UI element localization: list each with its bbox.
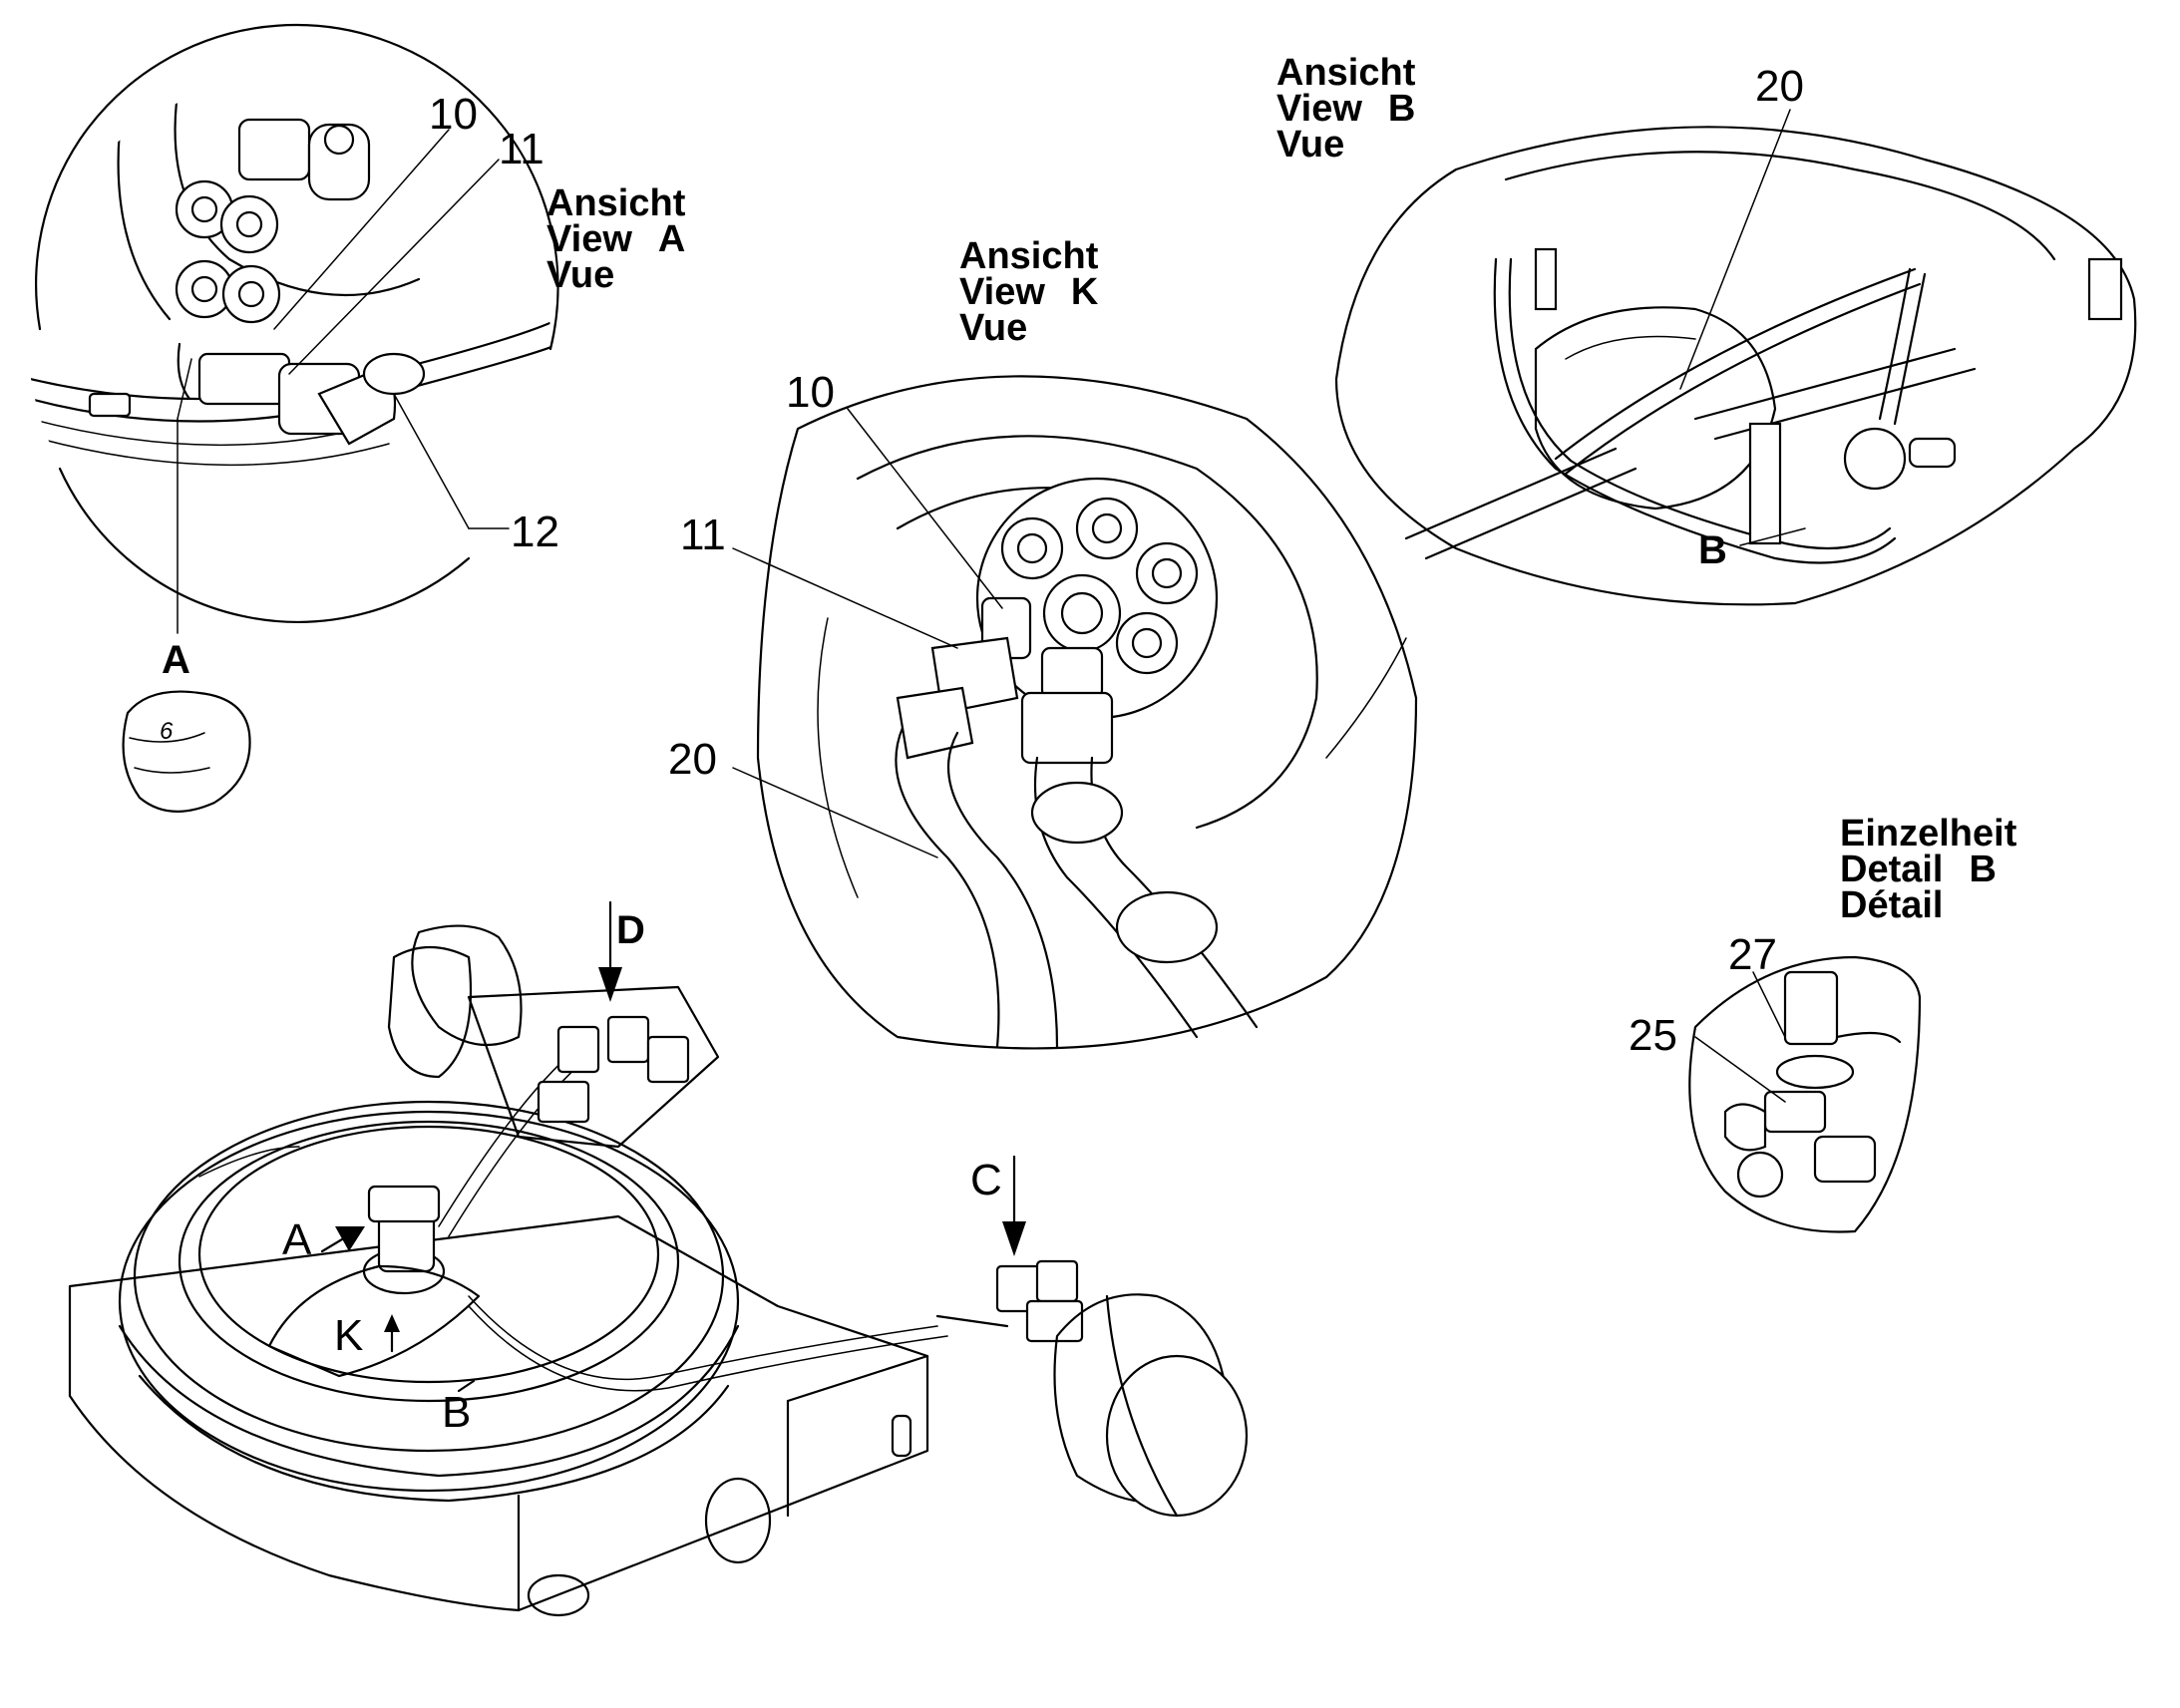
view-a-drawing	[28, 23, 559, 813]
overview-marker-d: D	[616, 908, 645, 952]
callout-detail-b-25: 25	[1629, 1011, 1677, 1060]
callout-view-k-20: 20	[668, 735, 717, 784]
view-b-line3: Vue	[1276, 124, 1345, 166]
detail-b-line3: Détail	[1840, 884, 1944, 926]
view-k-drawing	[732, 375, 1418, 1050]
view-a-detail-marker: A	[162, 638, 190, 682]
callout-view-b-20: 20	[1755, 62, 1804, 111]
callout-detail-b-27: 27	[1728, 930, 1777, 979]
callout-view-k-11: 11	[680, 511, 726, 559]
detail-b-drawing	[1688, 955, 1922, 1233]
callout-view-a-11: 11	[499, 125, 545, 173]
view-b-line1: Ansicht	[1276, 52, 1416, 94]
overview-drawing	[68, 900, 1249, 1617]
overview-marker-k: K	[334, 1311, 364, 1360]
view-k-line3: Vue	[959, 307, 1028, 349]
overview-marker-a: A	[282, 1215, 312, 1264]
view-a-part-stamp: 6	[160, 718, 174, 745]
overview-marker-c: C	[970, 1156, 1002, 1204]
view-a-line3: Vue	[546, 254, 615, 296]
overview-marker-b: B	[442, 1388, 472, 1437]
view-a-line1: Ansicht	[546, 182, 686, 224]
detail-b-line1: Einzelheit	[1840, 813, 2017, 854]
view-k-line1: Ansicht	[959, 235, 1099, 277]
callout-view-k-10: 10	[786, 368, 835, 417]
callout-view-a-10: 10	[429, 90, 478, 139]
view-b-drawing	[1334, 109, 2137, 606]
view-b-detail-marker: B	[1698, 528, 1727, 572]
callout-view-a-12: 12	[511, 508, 559, 556]
